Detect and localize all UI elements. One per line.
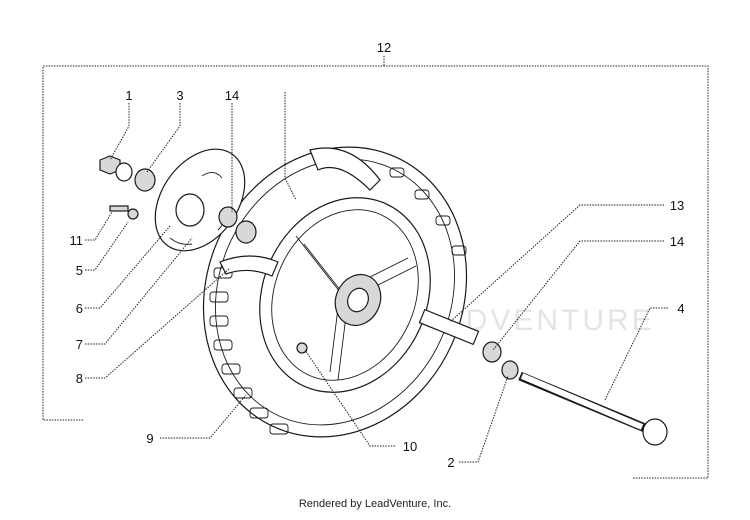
- callout-14-top: 14: [225, 88, 239, 103]
- callout-5: 5: [76, 263, 83, 278]
- callout-13: 13: [670, 198, 684, 213]
- leader-lines: [85, 92, 668, 463]
- callout-10: 10: [403, 439, 417, 454]
- assembly-bracket: [42, 56, 709, 479]
- spacer-nut-parts: [99, 155, 257, 244]
- callout-1: 1: [125, 88, 132, 103]
- callout-14-right: 14: [670, 234, 684, 249]
- callout-2: 2: [447, 455, 454, 470]
- wheel-tire-assembly: [202, 146, 468, 438]
- callout-8: 8: [76, 371, 83, 386]
- axle-parts: [418, 308, 668, 446]
- callout-9: 9: [146, 431, 153, 446]
- callout-7: 7: [76, 337, 83, 352]
- footer-credit: Rendered by LeadVenture, Inc.: [298, 498, 452, 510]
- callout-11: 11: [70, 233, 84, 248]
- tire-tread: [209, 167, 467, 435]
- callout-3: 3: [176, 88, 183, 103]
- callout-labels: 1 3 14 12 11 5 6 7 8 9 13 14 4 10 2: [70, 40, 685, 470]
- callout-4: 4: [677, 301, 684, 316]
- callout-12: 12: [377, 40, 391, 55]
- callout-6: 6: [76, 301, 83, 316]
